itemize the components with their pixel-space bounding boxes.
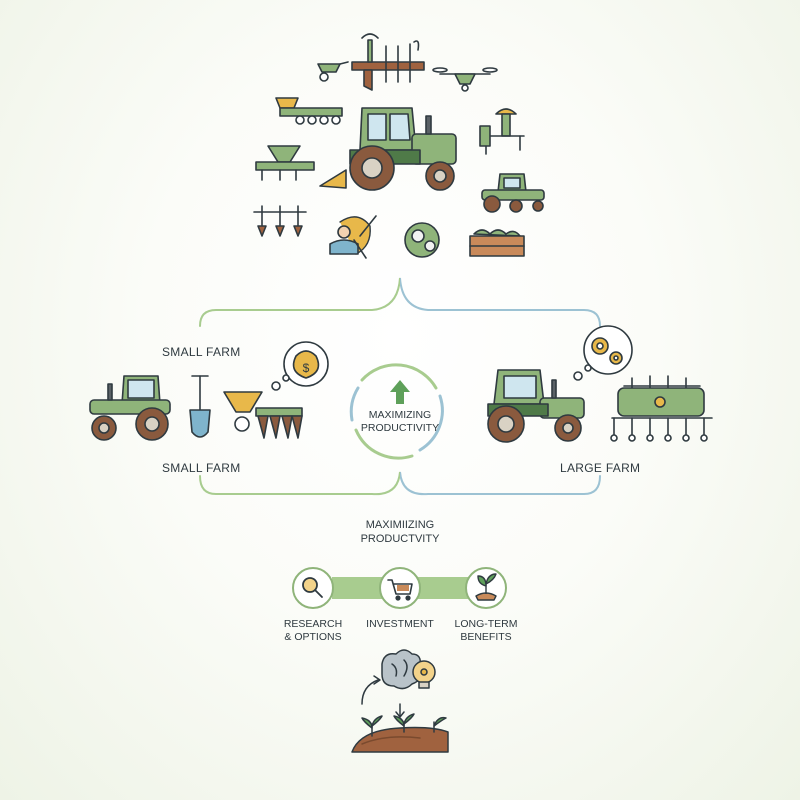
sprayer-icon [479, 108, 525, 155]
step-label-research: RESEARCH & OPTIONS [258, 618, 368, 644]
large-farm-label: LARGE FARM [560, 461, 641, 475]
process-steps [292, 567, 507, 609]
farmer-icon [329, 215, 377, 259]
equipment-cluster [253, 33, 545, 259]
center-title-line1: MAXIMIZING [368, 409, 432, 421]
step-label-benefits: LONG-TERM BENEFITS [431, 618, 541, 644]
step-label-investment-line1: INVESTMENT [366, 618, 434, 630]
small-farm-label: SMALL FARM [162, 461, 241, 475]
center-title: MAXIMIZING PRODUCTIVITY [340, 409, 460, 435]
brain-idea-group [351, 649, 449, 753]
tractor-large-icon [319, 107, 457, 191]
step-label-investment: INVESTMENT [345, 618, 455, 631]
gears-icon [404, 222, 440, 258]
fertilizer-spreader-icon [255, 145, 315, 181]
shovel-icon [189, 375, 211, 438]
mid-title-line2: PRODUCTVITY [360, 533, 440, 545]
step-label-benefits-line2: BENEFITS [460, 631, 512, 643]
growth-arrow-icon [390, 380, 410, 404]
large-farm-group [487, 325, 713, 443]
step-label-research-line2: & OPTIONS [284, 631, 342, 643]
seed-drill-icon [275, 97, 343, 125]
plough-icon [253, 205, 307, 237]
soil-field-icon [351, 713, 449, 753]
bottom-bracket [199, 471, 601, 496]
sprout-icon [475, 573, 497, 601]
small-seeder-icon [223, 391, 303, 439]
step-label-research-line1: RESEARCH [283, 618, 343, 630]
small-farm-tractor-icon [89, 375, 171, 441]
drone-icon [432, 67, 498, 92]
step-label-benefits-line1: LONG-TERM [454, 618, 518, 630]
gears-thought-icon [573, 325, 633, 381]
money-bag-thought-icon: $ [271, 341, 329, 391]
mid-title: MAXIMIIZING PRODUCTVITY [340, 518, 460, 546]
small-farm-group: $ [89, 341, 329, 441]
shopping-cart-icon [387, 579, 413, 601]
arrow-down-icon [395, 703, 405, 718]
center-title-line2: PRODUCTIVITY [360, 422, 440, 434]
magnifier-icon [302, 577, 323, 598]
small-farm-top-label: SMALL FARM [162, 345, 241, 359]
large-farm-tractor-icon [487, 369, 585, 443]
tractor-small-icon [481, 173, 545, 213]
productivity-circle [349, 363, 444, 460]
lightbulb-icon [412, 660, 436, 689]
arrow-curve-icon [361, 675, 381, 705]
hand-tools-icon [351, 33, 425, 91]
large-seed-drill-icon [610, 375, 713, 442]
wheelbarrow-icon [317, 61, 349, 82]
top-bracket [199, 277, 601, 327]
produce-crate-icon [469, 229, 525, 257]
svg-text:$: $ [303, 361, 310, 375]
mid-title-line1: MAXIMIIZING [365, 519, 435, 531]
